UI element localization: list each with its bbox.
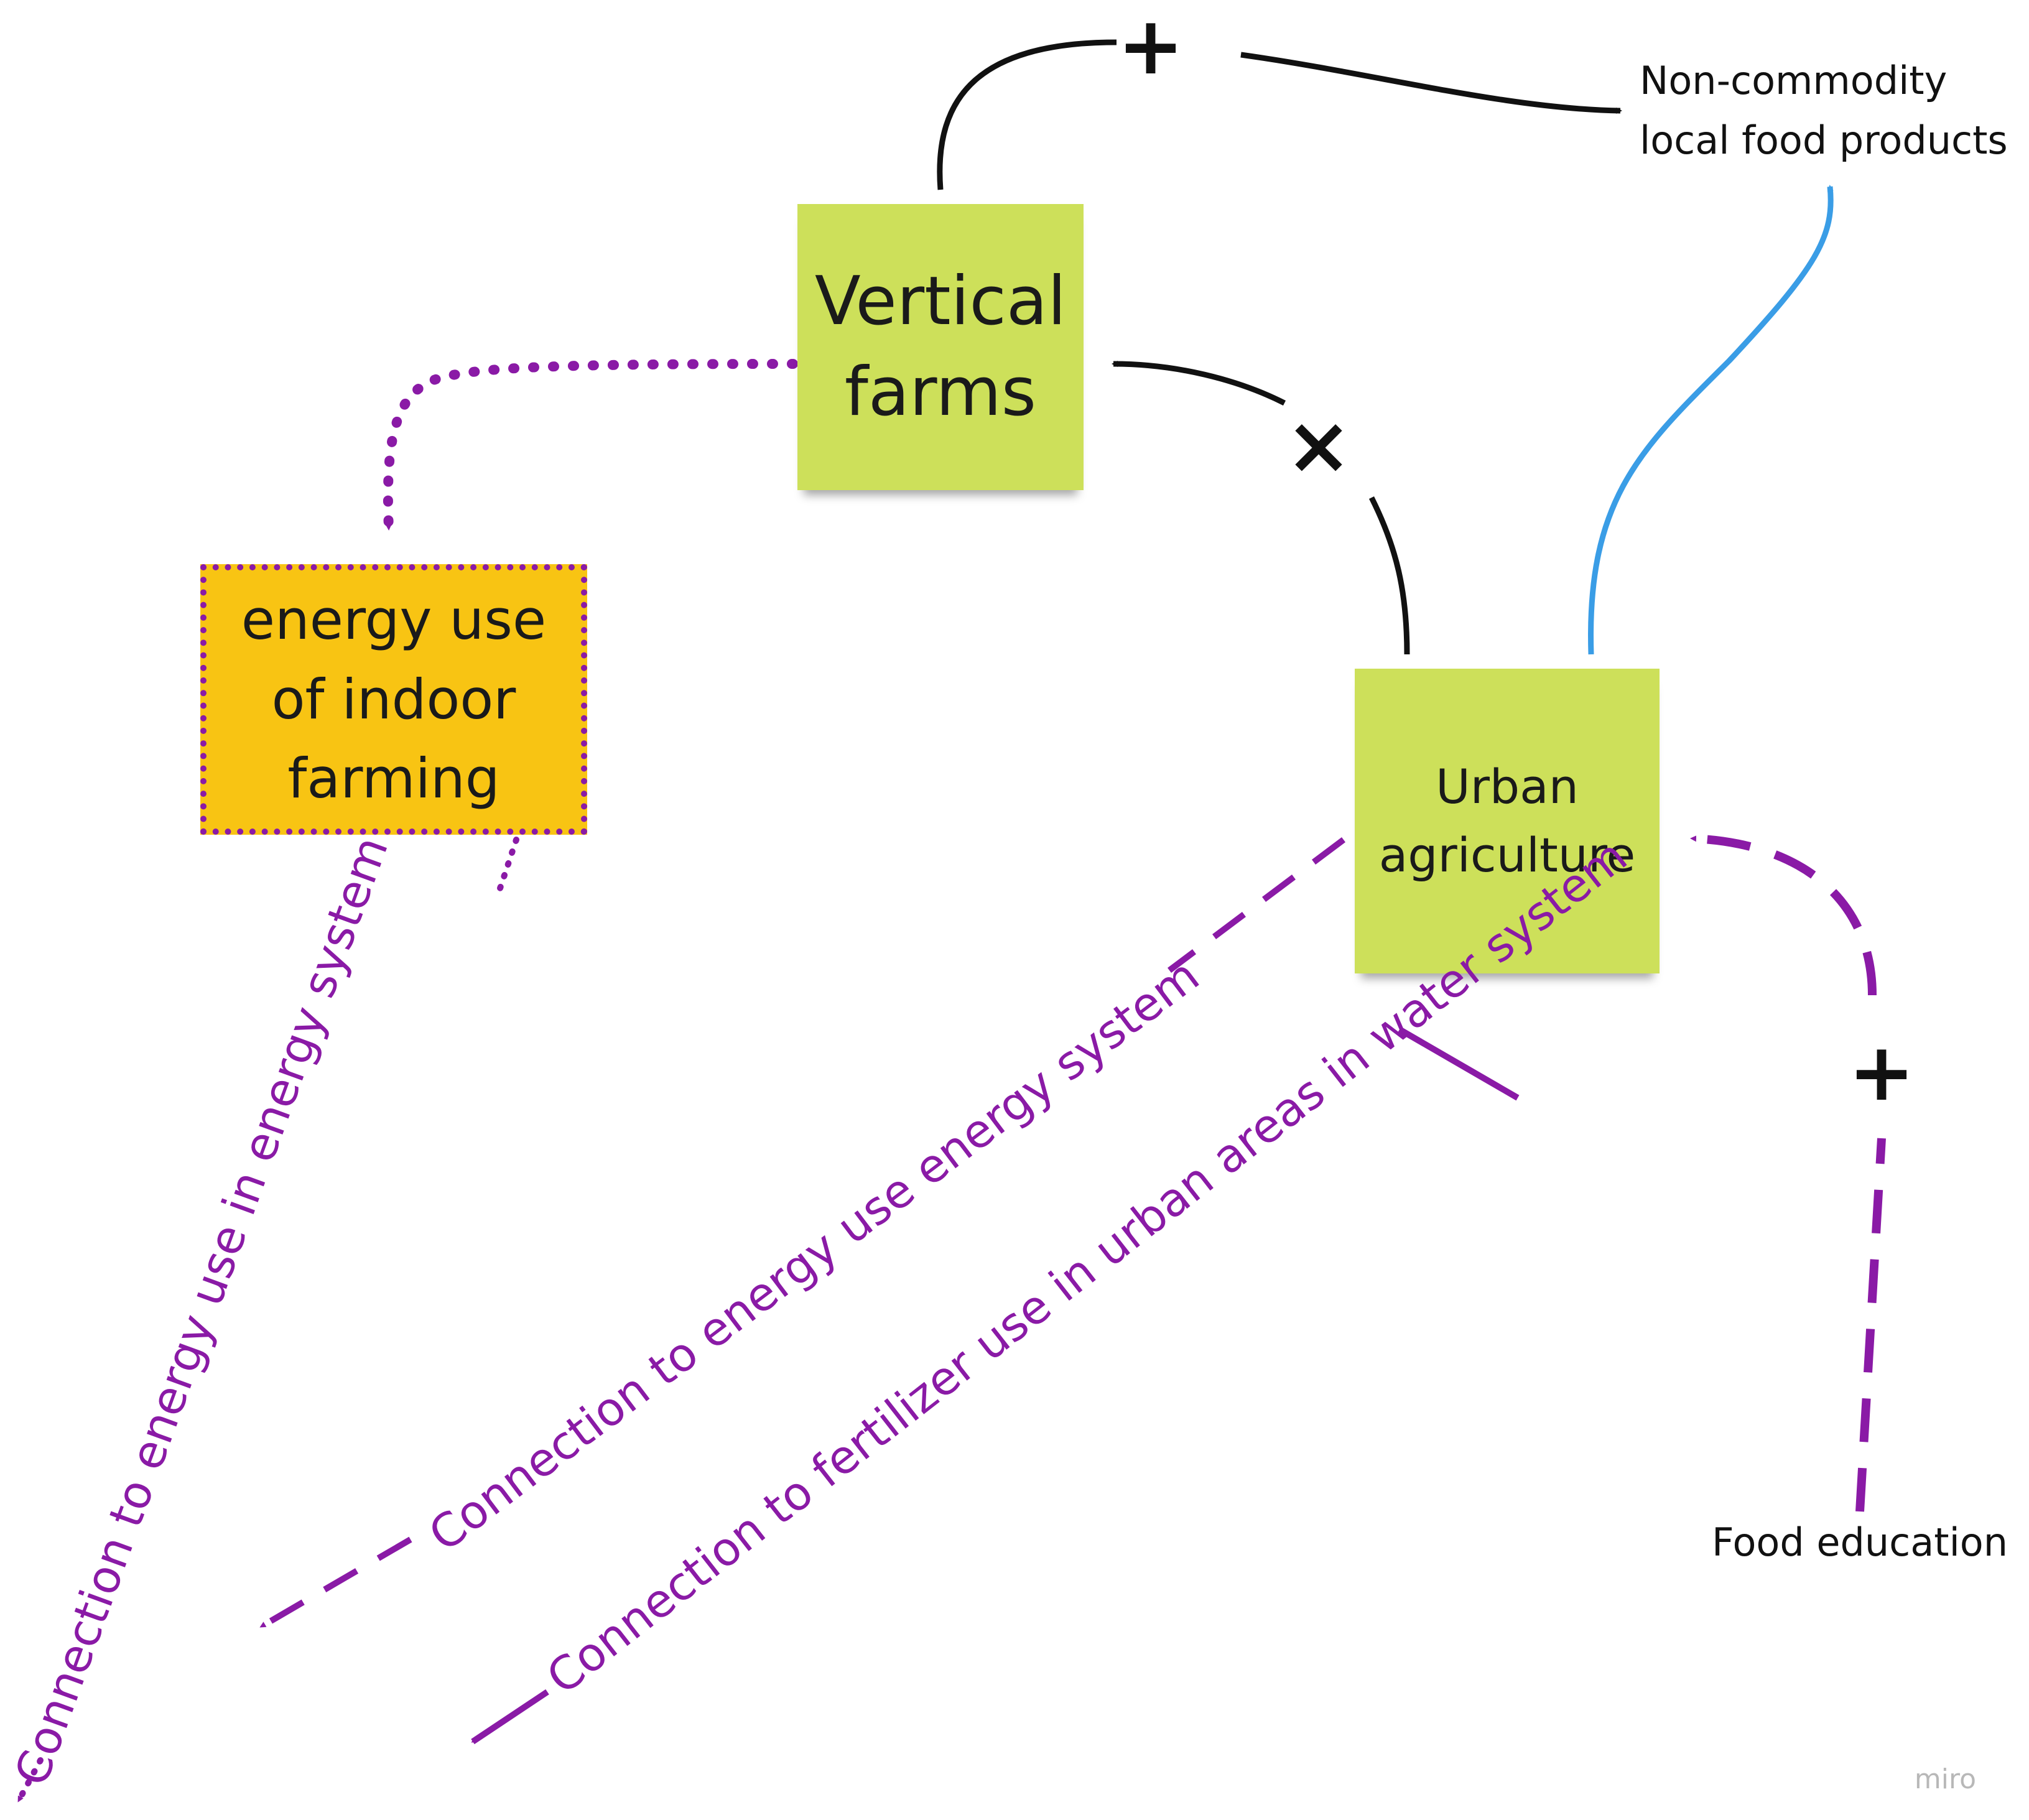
link-urban-to-vertical-farms-head bbox=[1112, 361, 1286, 406]
text-non-commodity-line2: local food products bbox=[1640, 118, 2008, 164]
link-food-education-to-urban-head bbox=[1690, 834, 1877, 996]
link-urban-to-energy-system-head bbox=[259, 1536, 412, 1630]
sign-times-middle: × bbox=[1285, 399, 1352, 492]
link-energy-to-energy-system bbox=[494, 837, 519, 899]
sticky-urban-agriculture-line2: agriculture bbox=[1378, 827, 1636, 883]
link-urban-to-vertical-farms bbox=[1368, 496, 1410, 655]
text-non-commodity-line1: Non-commodity bbox=[1640, 58, 1948, 103]
link-vertical-farms-to-non-commodity-head bbox=[1240, 52, 1622, 114]
text-food-education[interactable]: Food education bbox=[1712, 1513, 2008, 1572]
text-non-commodity-local-food[interactable]: Non-commodity local food products bbox=[1640, 51, 2025, 170]
text-food-education-label: Food education bbox=[1712, 1520, 2008, 1565]
link-urban-to-energy-system bbox=[1168, 837, 1345, 973]
link-urban-to-non-commodity bbox=[1588, 185, 1834, 655]
sticky-urban-agriculture-text: Urban agriculture bbox=[1379, 753, 1636, 889]
sticky-urban-agriculture[interactable]: Urban agriculture bbox=[1355, 669, 1660, 973]
sticky-urban-agriculture-line1: Urban bbox=[1436, 758, 1579, 814]
miro-watermark: miro bbox=[1914, 1763, 1976, 1795]
link-food-education-to-urban bbox=[1855, 1138, 1886, 1512]
shape-energy-use-line1: energy use bbox=[241, 588, 547, 652]
sign-plus-right: + bbox=[1848, 1026, 1915, 1119]
sign-plus-top: + bbox=[1117, 0, 1184, 93]
sticky-vertical-farms-line2: farms bbox=[844, 353, 1037, 431]
link-urban-to-water-system-underline bbox=[1398, 1026, 1520, 1101]
link-urban-to-water-system-head bbox=[471, 1689, 549, 1745]
shape-energy-use-text: energy use of indoor farming bbox=[241, 580, 546, 819]
sticky-vertical-farms[interactable]: Vertical farms bbox=[797, 204, 1084, 490]
link-energy-to-energy-system-head bbox=[16, 1757, 44, 1804]
shape-energy-use-line2: of indoor bbox=[271, 667, 516, 731]
shape-energy-use-indoor-farming[interactable]: energy use of indoor farming bbox=[200, 564, 587, 835]
link-vertical-farms-to-energy bbox=[383, 359, 798, 534]
link-vertical-farms-to-non-commodity bbox=[937, 39, 1117, 190]
shape-energy-use-line3: farming bbox=[287, 746, 500, 811]
sticky-vertical-farms-line1: Vertical bbox=[814, 262, 1067, 341]
sticky-vertical-farms-text: Vertical farms bbox=[815, 256, 1066, 438]
